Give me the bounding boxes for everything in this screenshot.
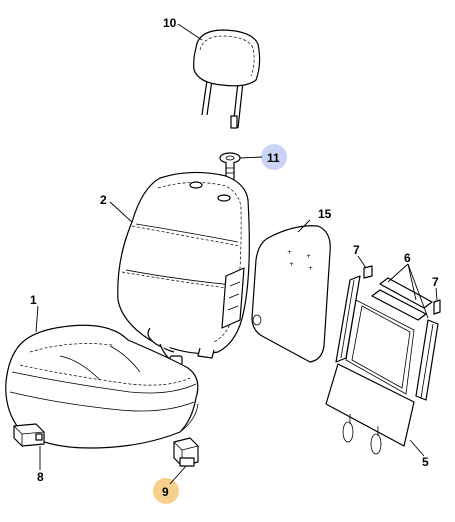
label-part-8: 8 — [37, 470, 44, 484]
cushion-pad — [325, 363, 415, 455]
highlight-circle-blue — [261, 144, 287, 170]
label-part-7-right: 7 — [432, 275, 439, 289]
frame-rails — [335, 275, 439, 401]
label-part-5: 5 — [422, 455, 429, 469]
clip-mark: + — [308, 265, 313, 272]
clip — [363, 265, 441, 315]
label-part-1: 1 — [30, 293, 37, 307]
connector — [13, 423, 45, 447]
label-part-10: 10 — [163, 16, 177, 30]
label-part-15: 15 — [318, 207, 332, 221]
clip-mark: + — [306, 253, 311, 260]
label-part-9: 9 — [162, 485, 169, 499]
label-part-7-left: 7 — [353, 243, 360, 257]
switch — [173, 437, 199, 467]
label-part-11: 11 — [267, 151, 280, 165]
seat-back — [117, 171, 250, 367]
headrest — [193, 29, 261, 129]
clip-mark: + — [289, 261, 294, 268]
label-part-6: 6 — [404, 251, 411, 265]
clip-mark: + — [287, 249, 292, 256]
back-panel: + + + + — [251, 225, 331, 363]
leader-lines — [35, 23, 438, 485]
highlight-circle-orange — [153, 478, 179, 504]
label-part-2: 2 — [100, 193, 107, 207]
seat-cushion — [5, 324, 199, 449]
